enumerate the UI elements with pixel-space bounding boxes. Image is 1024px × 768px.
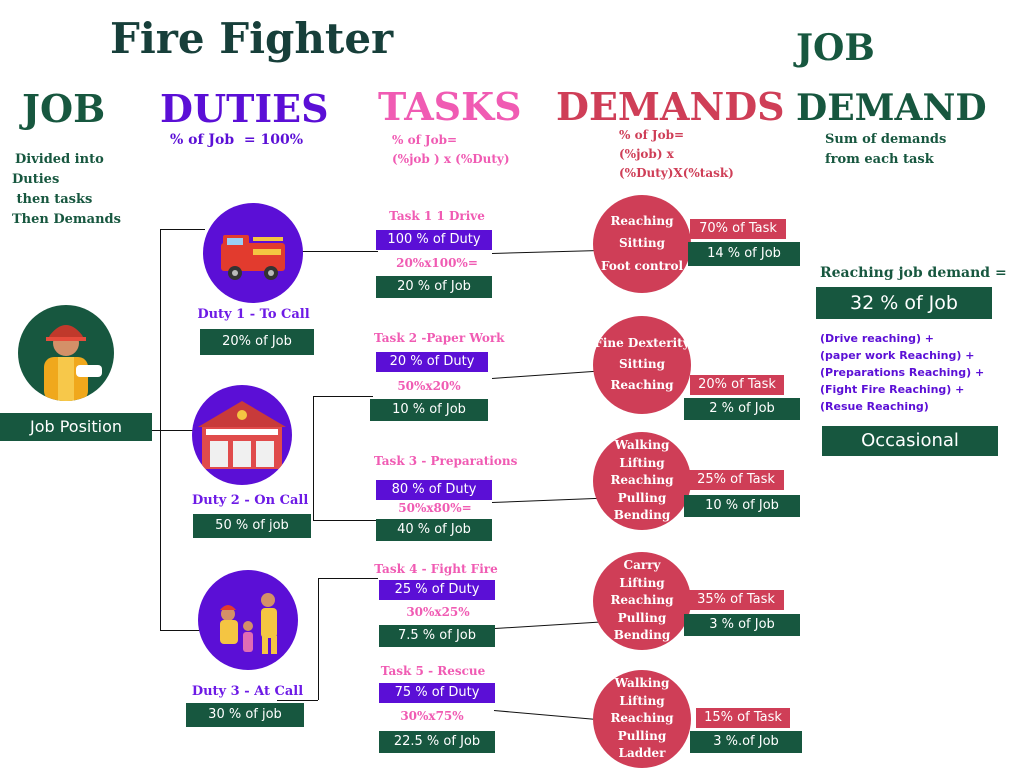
task2-name: Task 2 -Paper Work bbox=[374, 331, 505, 345]
job-column-desc: Divided into Duties then tasks Then Dema… bbox=[12, 152, 121, 227]
demand-item: Reaching bbox=[610, 378, 674, 393]
task5-calc: 30%x75% bbox=[400, 709, 464, 723]
task5-duty-percent: 75 % of Duty bbox=[379, 683, 495, 703]
duty2-to-task3-line bbox=[313, 520, 376, 521]
demand-item: Reaching bbox=[610, 213, 674, 228]
reaching-demand-formula: (Drive reaching) + (paper work Reaching)… bbox=[820, 332, 985, 413]
reaching-demand-heading: Reaching job demand = bbox=[820, 265, 1007, 281]
task1-duty-percent: 100 % of Duty bbox=[376, 230, 492, 250]
demand5-job-percent: 3 %.of Job bbox=[690, 731, 802, 753]
duty2-label: Duty 2 - On Call bbox=[192, 493, 309, 508]
tasks-column-subtitle: % of Job= (%job ) x (%Duty) bbox=[392, 133, 510, 166]
demand-item: Reaching bbox=[610, 593, 674, 608]
demand3-task-percent: 25% of Task bbox=[688, 470, 784, 490]
task3-name: Task 3 - Preparations bbox=[374, 454, 518, 468]
task4-to-demand4-line bbox=[494, 621, 599, 629]
demand-item: Sitting bbox=[619, 236, 665, 251]
task1-calc: 20%x100%= bbox=[396, 256, 478, 270]
duty3-percent: 30 % of job bbox=[186, 703, 304, 727]
demand-item: Bending bbox=[613, 628, 671, 643]
task3-to-demand3-line bbox=[491, 497, 598, 503]
duty3-branch-line bbox=[160, 630, 200, 631]
demand3-circle: Walking Lifting Reaching Pulling Bending bbox=[593, 432, 691, 530]
task3-duty-percent: 80 % of Duty bbox=[376, 480, 492, 500]
demand1-circle: Reaching Sitting Foot control bbox=[593, 195, 691, 293]
duties-column-title: DUTIES bbox=[160, 86, 329, 131]
demand5-task-percent: 15% of Task bbox=[696, 708, 790, 728]
demand-item: Lifting bbox=[619, 455, 665, 470]
duty3-tasks-vertical bbox=[318, 578, 319, 700]
duty1-branch-line bbox=[160, 229, 205, 230]
duty3-label: Duty 3 - At Call bbox=[191, 684, 304, 699]
duty1-percent: 20% of Job bbox=[200, 329, 314, 355]
duty1-to-task1-line bbox=[300, 251, 378, 252]
demand4-circle: Carry Lifting Reaching Pulling Bending bbox=[593, 552, 691, 650]
fire-station-icon bbox=[192, 385, 292, 485]
task5-name: Task 5 - Rescue bbox=[380, 664, 486, 678]
demands-column-title: DEMANDS bbox=[556, 84, 785, 129]
demand-item: Pulling bbox=[617, 728, 667, 743]
demand-item: Fine Dexterity bbox=[594, 336, 690, 351]
demand-item: Reaching bbox=[610, 473, 674, 488]
page-title: Fire Fighter bbox=[110, 14, 394, 63]
duty3-to-task5-line bbox=[277, 700, 318, 701]
task3-job-percent: 40 % of Job bbox=[376, 519, 492, 541]
task5-job-percent: 22.5 % of Job bbox=[379, 731, 495, 753]
demand-item: Foot control bbox=[600, 258, 684, 273]
tasks-column-title: TASKS bbox=[378, 84, 522, 129]
duty2-to-task2-line bbox=[313, 396, 373, 397]
demand-item: Ladder bbox=[618, 746, 666, 761]
job-column-title: JOB bbox=[22, 86, 106, 131]
demand2-job-percent: 2 % of Job bbox=[684, 398, 800, 420]
demand3-job-percent: 10 % of Job bbox=[684, 495, 800, 517]
demand-item: Lifting bbox=[619, 693, 665, 708]
duty3-to-task4-line bbox=[318, 578, 378, 579]
job-stub-line bbox=[150, 430, 195, 431]
demand1-task-percent: 70% of Task bbox=[690, 219, 786, 239]
demand-item: Carry bbox=[623, 558, 661, 573]
demands-column-subtitle: % of Job= (%job) x (%Duty)X(%task) bbox=[619, 128, 734, 180]
demand-item: Reaching bbox=[610, 711, 674, 726]
demand-item: Walking bbox=[614, 676, 670, 691]
demand2-task-percent: 20% of Task bbox=[690, 375, 784, 395]
demand1-job-percent: 14 % of Job bbox=[688, 242, 800, 266]
demand-item: Pulling bbox=[617, 490, 667, 505]
demand4-job-percent: 3 % of Job bbox=[684, 614, 800, 636]
job-demand-column-title: JOB DEMAND bbox=[796, 27, 987, 129]
task2-calc: 50%x20% bbox=[397, 379, 461, 393]
duty1-label: Duty 1 - To Call bbox=[197, 307, 310, 322]
firefighter-icon bbox=[18, 305, 114, 401]
task2-to-demand2-line bbox=[491, 370, 602, 379]
fire-truck-icon bbox=[203, 203, 303, 303]
reaching-demand-category: Occasional bbox=[822, 426, 998, 456]
task4-name: Task 4 - Fight Fire bbox=[374, 562, 498, 576]
duties-column-subtitle: % of Job = 100% bbox=[170, 132, 304, 148]
job-demand-column-subtitle: Sum of demands from each task bbox=[825, 132, 947, 167]
demand2-circle: Fine Dexterity Sitting Reaching bbox=[593, 316, 691, 414]
task3-calc: 50%x80%= bbox=[398, 501, 472, 515]
demand-item: Lifting bbox=[619, 575, 665, 590]
rescue-team-icon bbox=[198, 570, 298, 670]
demand4-task-percent: 35% of Task bbox=[688, 590, 784, 610]
demand5-circle: Walking Lifting Reaching Pulling Ladder bbox=[593, 670, 691, 768]
reaching-demand-value: 32 % of Job bbox=[816, 287, 992, 319]
task1-to-demand1-line bbox=[491, 249, 600, 254]
task4-duty-percent: 25 % of Duty bbox=[379, 580, 495, 600]
demand-item: Walking bbox=[614, 438, 670, 453]
task2-duty-percent: 20 % of Duty bbox=[376, 352, 488, 372]
task5-to-demand5-line bbox=[493, 710, 600, 721]
demand-item: Pulling bbox=[617, 610, 667, 625]
task1-name: Task 1 1 Drive bbox=[389, 209, 485, 223]
demand-item: Bending bbox=[613, 508, 671, 523]
job-position-label: Job Position bbox=[0, 413, 152, 441]
duty2-tasks-vertical bbox=[313, 396, 314, 520]
task4-job-percent: 7.5 % of Job bbox=[379, 625, 495, 647]
duty2-percent: 50 % of job bbox=[193, 514, 311, 538]
demand-item: Sitting bbox=[619, 356, 665, 371]
task4-calc: 30%x25% bbox=[406, 605, 470, 619]
task2-job-percent: 10 % of Job bbox=[370, 399, 488, 421]
task1-job-percent: 20 % of Job bbox=[376, 276, 492, 298]
